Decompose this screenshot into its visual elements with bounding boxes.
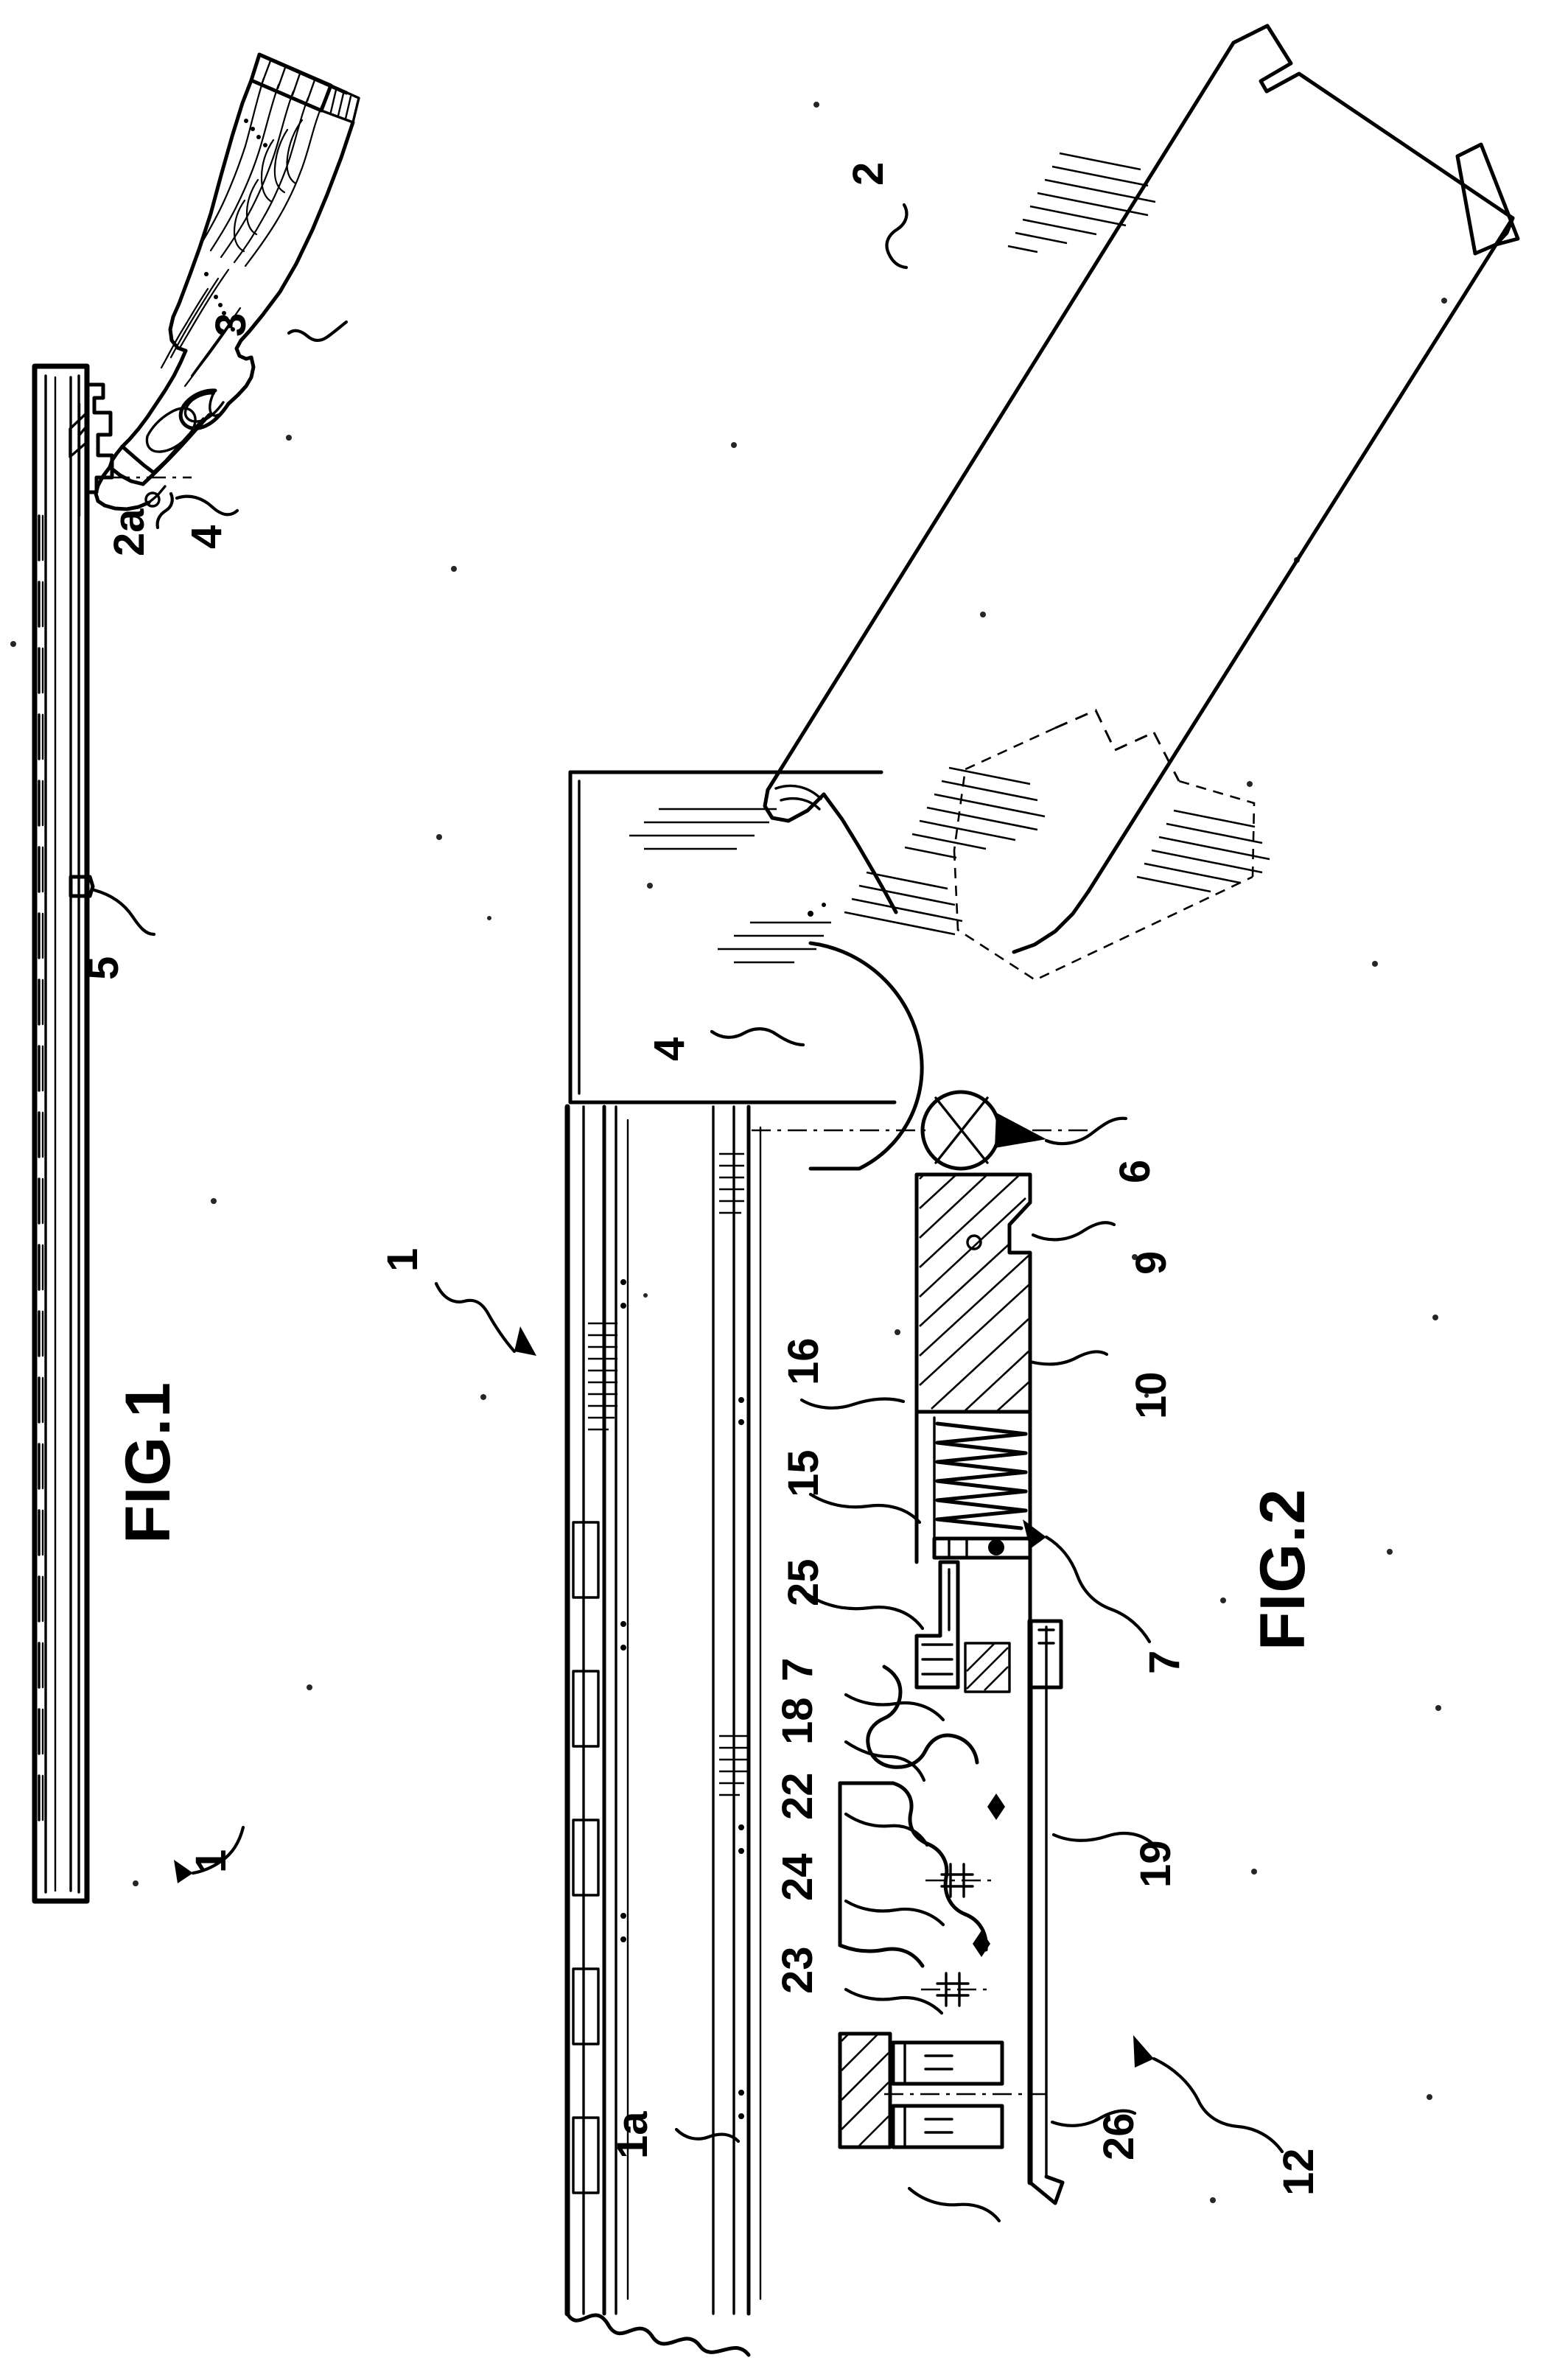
ref-numeral-3: 3 xyxy=(207,313,255,337)
ref-numeral-23: 23 xyxy=(774,1946,822,1994)
fig2-barrel-dot-detail xyxy=(620,1279,744,2119)
fig2-receiver-shading xyxy=(844,152,1270,936)
ref-numeral-1a: 1a xyxy=(609,2111,657,2159)
ref-numeral-2a-fig1: 2a xyxy=(105,508,153,556)
fig2-ref-18: 19 xyxy=(1051,1831,1180,1888)
fig1-ref-5: 5 xyxy=(80,888,156,980)
fig2-ref-2: 2 xyxy=(844,162,909,270)
fig1-ref-4: 4 xyxy=(175,494,239,549)
fig2-ref-5-fig2: 7 xyxy=(774,1658,945,1722)
ref-numeral-5-fig2: 7 xyxy=(774,1658,822,1681)
fig2-ref-10: 10 xyxy=(1028,1350,1175,1419)
ref-numeral-6: 18 xyxy=(774,1697,822,1745)
fig2-rear-block-hatching xyxy=(841,2033,889,2146)
figure-2-group: 2 4 xyxy=(379,24,1520,2357)
fig2-barrel-section xyxy=(564,1104,762,2357)
fig1-ref-2a: 2a xyxy=(105,491,174,556)
ref-numeral-10: 10 xyxy=(1127,1371,1175,1419)
fig2-ref-16: 16 xyxy=(780,1337,906,1410)
fig2-ref-23: 23 xyxy=(774,1946,944,2015)
fig2-ref-1a: 1a xyxy=(609,2111,741,2159)
fig2-front-face-shading xyxy=(629,808,831,964)
ref-numeral-16: 16 xyxy=(780,1337,827,1385)
ref-numeral-1-fig1: 1 xyxy=(187,1849,235,1873)
fig2-catch-screw-a xyxy=(925,1863,993,1898)
fig2-ref-22: 22 xyxy=(774,1772,929,1847)
scan-specks xyxy=(10,102,1447,2203)
ref-numeral-18: 19 xyxy=(1132,1840,1180,1888)
fig2-barrel-rib-windows xyxy=(572,1521,600,2194)
fig2-ref-26 xyxy=(907,2186,1001,2223)
fig2-hinge-block xyxy=(914,1172,1032,1414)
ref-numeral-24: 24 xyxy=(774,1853,822,1901)
fig2-receiver-front-face xyxy=(568,770,897,1105)
figure-1-group: 3 2a xyxy=(32,52,360,1904)
fig2-compression-spring xyxy=(935,1421,1028,1530)
figure-1-caption: FIG.1 xyxy=(113,1382,183,1544)
ref-numeral-19: 26 xyxy=(1095,2113,1143,2160)
fig2-ref-19: 26 xyxy=(1050,2109,1143,2160)
fig1-wooden-stock xyxy=(94,52,360,511)
ref-numeral-7: 7 xyxy=(1141,1651,1189,1674)
ref-numeral-22: 22 xyxy=(774,1772,822,1820)
fig2-slide-rail xyxy=(1027,1618,1065,2205)
fig2-ref-24: 24 xyxy=(774,1853,945,1927)
fig2-latch-mechanism xyxy=(838,1665,1046,2149)
fig2-hinge-block-hatching xyxy=(919,1174,1029,1413)
ref-numeral-12: 12 xyxy=(1275,2148,1323,2196)
fig2-front-screw-assembly xyxy=(884,2040,1046,2149)
fig1-barrel-rib-slots xyxy=(38,514,44,1821)
fig1-ref-3: 3 xyxy=(207,313,349,342)
fig2-ref-25: 25 xyxy=(780,1558,925,1631)
fig2-ref-6: 18 xyxy=(774,1697,926,1782)
figure-2-caption: FIG.2 xyxy=(1247,1488,1318,1651)
ref-numeral-25: 25 xyxy=(780,1558,827,1606)
fig1-stock-stipple xyxy=(204,119,267,332)
fig2-ref-12-arrow: 12 xyxy=(1133,2035,1323,2196)
ref-numeral-5-fig1: 5 xyxy=(80,956,127,980)
fig2-catch-screw-b xyxy=(921,1972,989,2007)
fig2-ref-15: 15 xyxy=(780,1449,922,1525)
fig1-wood-grain xyxy=(160,77,323,388)
fig2-ref-9: 9 xyxy=(1031,1221,1175,1275)
ref-numeral-4-fig2: 6 xyxy=(1111,1160,1159,1183)
fig2-ref-7-arrow: 7 xyxy=(1023,1519,1189,1674)
ref-numeral-2: 2 xyxy=(844,162,892,186)
fig2-pivot-hinge xyxy=(752,941,1091,1171)
fig2-ref-4: 6 xyxy=(1044,1116,1159,1183)
ref-numeral-1-fig2: 1 xyxy=(379,1248,427,1272)
fig1-barrel-assembly xyxy=(32,363,192,1904)
ref-numeral-4-fig1: 4 xyxy=(183,525,231,549)
fig1-ref-1-arrow: 1 xyxy=(174,1825,245,1883)
fig2-barrel-knurling xyxy=(588,1152,747,1796)
fig2-receiver-body xyxy=(763,24,1520,981)
ref-numeral-2a-fig2: 4 xyxy=(645,1037,693,1061)
fig2-spring-assembly xyxy=(914,1410,1032,1693)
fig2-ref-1-arrow: 1 xyxy=(379,1248,536,1356)
fig2-ref-2a: 4 xyxy=(645,1027,805,1061)
ref-numeral-15: 15 xyxy=(780,1449,827,1497)
